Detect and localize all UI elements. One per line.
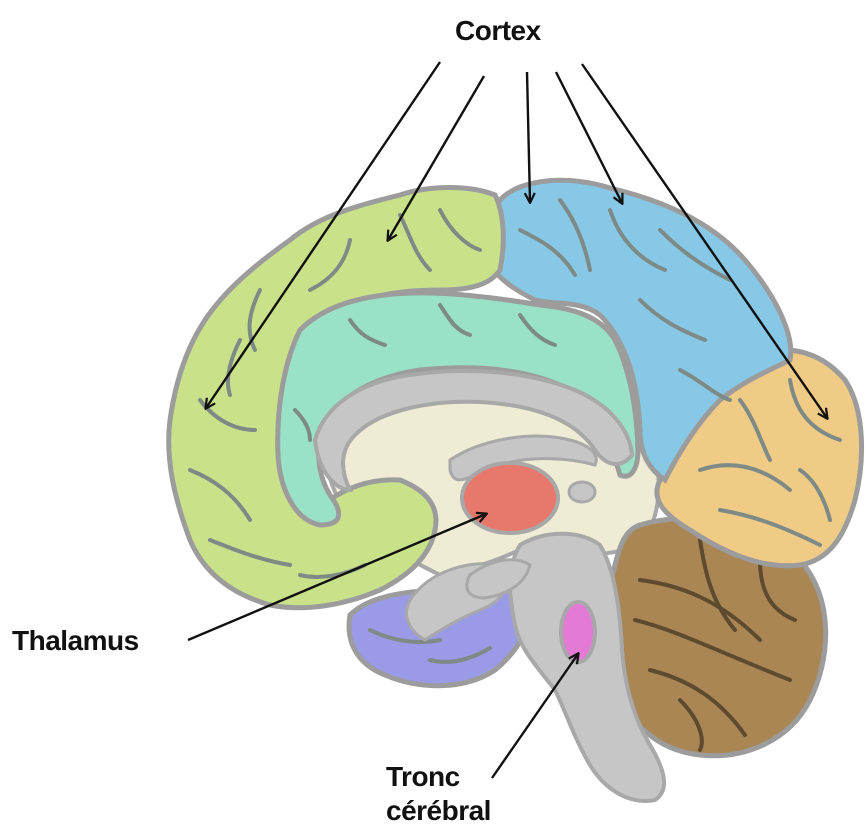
pineal-gland xyxy=(569,482,595,502)
tronc-cerebral-label-line2: cérébral xyxy=(386,794,491,828)
tronc-cerebral-label-line1: Tronc xyxy=(386,760,491,794)
cortex-label: Cortex xyxy=(455,14,541,48)
thalamus xyxy=(462,463,558,533)
thalamus-label: Thalamus xyxy=(12,624,139,658)
brainstem-nucleus xyxy=(561,602,595,662)
tronc-cerebral-label: Tronc cérébral xyxy=(386,760,491,828)
